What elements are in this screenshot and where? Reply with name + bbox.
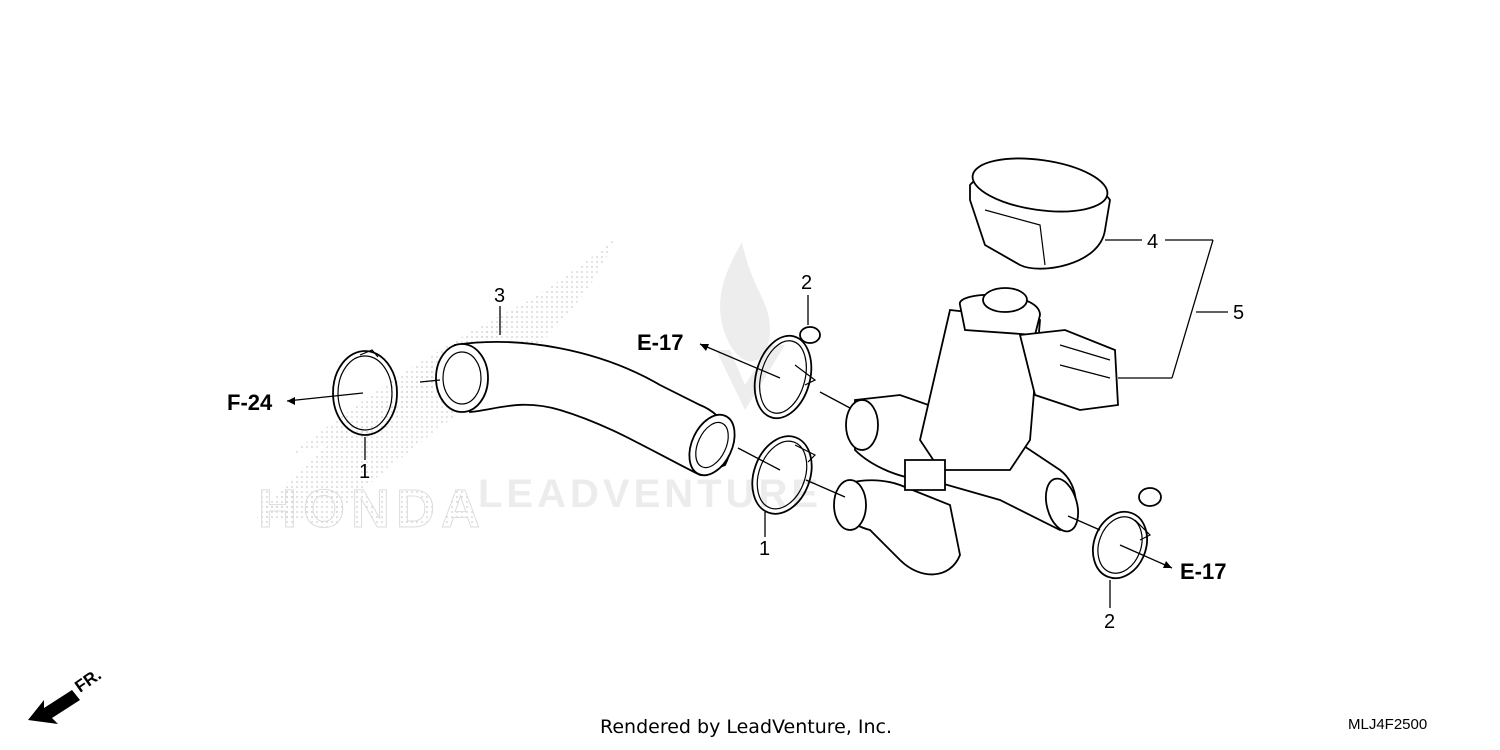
ref-e17-top: E-17 [637, 330, 683, 355]
front-direction-label: FR. [71, 665, 104, 696]
hose-clamp-middle [751, 435, 817, 515]
leader-lines [286, 239, 1228, 608]
honda-watermark-text: HONDA [258, 479, 486, 539]
leadventure-watermark-text: LEADVENTURE [478, 472, 822, 516]
connector-boot [969, 157, 1111, 270]
callout-2-top: 2 [801, 272, 812, 294]
honda-wing-watermark [255, 238, 615, 520]
callout-4: 4 [1147, 231, 1158, 253]
diagram-code: MLJ4F2500 [1348, 716, 1428, 733]
clip-clamp-right [1092, 487, 1162, 580]
ref-f24: F-24 [227, 390, 273, 415]
water-hose [435, 341, 736, 477]
ref-e17-bottom: E-17 [1180, 559, 1226, 584]
callout-5: 5 [1233, 302, 1244, 324]
flame-watermark [716, 242, 785, 410]
callout-1-left: 1 [359, 461, 370, 483]
callout-1-middle: 1 [759, 538, 770, 560]
callout-2-bottom: 2 [1104, 611, 1115, 633]
clip-clamp-top [753, 326, 821, 420]
front-direction-arrow: FR. [28, 665, 105, 724]
valve-assembly [833, 287, 1119, 576]
callout-3: 3 [494, 285, 505, 307]
render-credit: Rendered by LeadVenture, Inc. [600, 716, 893, 738]
hose-clamp-left [332, 349, 398, 436]
